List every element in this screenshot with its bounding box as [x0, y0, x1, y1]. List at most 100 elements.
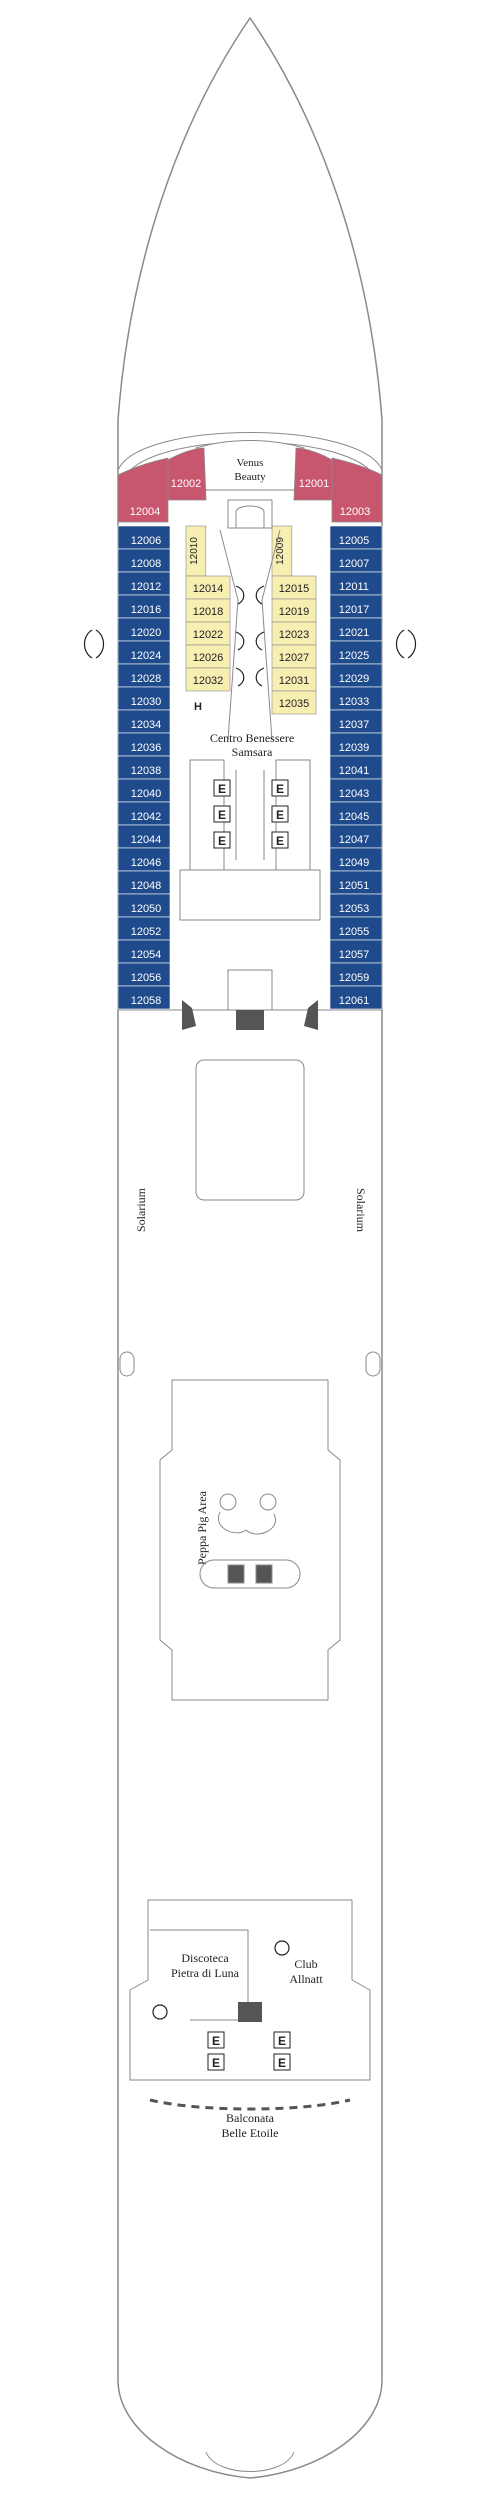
suite-label-12004: 12004	[130, 506, 161, 518]
center-block-fwd	[236, 1010, 264, 1030]
cabin-label-12007: 12007	[339, 558, 370, 570]
cabin-label-12021: 12021	[339, 627, 370, 639]
suite-right-group: 12001 12003	[293, 447, 383, 523]
club-stair-icon	[274, 1940, 290, 1956]
suite-label-12001: 12001	[299, 478, 330, 490]
bridge-front-outline	[117, 432, 383, 1011]
cabin-label-12029: 12029	[339, 673, 370, 685]
elevator-box-elev-fwd-5	[271, 805, 289, 823]
cabin-label-12036: 12036	[131, 742, 162, 754]
rotate-arrow-right	[395, 629, 405, 659]
cabin-label-12055: 12055	[339, 926, 370, 938]
elevator-icon: E	[278, 2056, 286, 2070]
suite-12003[interactable]	[331, 457, 383, 523]
cabin-label-12040: 12040	[131, 788, 162, 800]
vent-right	[365, 1351, 381, 1377]
suite-12002[interactable]	[167, 447, 207, 501]
spa-label-1: Centro Benessere	[210, 731, 294, 745]
stern-bump	[205, 2451, 295, 2472]
peppa-bench	[199, 1559, 301, 1589]
cabin-12032[interactable]	[185, 667, 231, 692]
elevator-box-elev-aft-2	[207, 2053, 225, 2071]
suite-12004[interactable]	[117, 457, 169, 523]
pool-outline	[195, 1059, 305, 1201]
wing-right	[304, 1000, 318, 1030]
cabin-label-12041: 12041	[339, 765, 370, 777]
central-corridor-left	[219, 529, 239, 741]
elevator-box-elev-aft-3	[273, 2031, 291, 2049]
cabin-label-12058: 12058	[131, 995, 162, 1007]
elevator-icon: E	[276, 782, 284, 796]
cabin-12035[interactable]	[271, 690, 317, 715]
venus-label-2: Beauty	[234, 471, 266, 483]
suite-label-12003: 12003	[340, 506, 371, 518]
cabin-label-12037: 12037	[339, 719, 370, 731]
balconata-arc	[149, 2098, 351, 2111]
elevator-icon: E	[212, 2056, 220, 2070]
rotation-arrows	[83, 585, 417, 687]
stair-arch	[235, 505, 265, 528]
cabin-label-12012: 12012	[131, 581, 162, 593]
cabin-label-12033: 12033	[339, 696, 370, 708]
suite-left-group: 12002 12004	[117, 447, 207, 523]
curve-arrow-6	[255, 667, 265, 687]
cabin-label-12030: 12030	[131, 696, 162, 708]
cabin-label-12018: 12018	[193, 606, 224, 618]
rotate-arrow-right-b	[407, 629, 417, 659]
spa-label-2: Samsara	[232, 745, 273, 759]
balconata-label-1: Balconata	[226, 2111, 275, 2125]
cabin-label-12019: 12019	[279, 606, 310, 618]
elevator-icon: E	[276, 808, 284, 822]
cabin-label-12010: 12010	[189, 537, 200, 565]
cabin-label-12052: 12052	[131, 926, 162, 938]
cabin-12058[interactable]	[117, 985, 171, 1010]
curve-arrow-2	[255, 585, 265, 605]
cabin-label-12050: 12050	[131, 903, 162, 915]
cabin-label-12011: 12011	[339, 581, 369, 593]
cabin-label-12045: 12045	[339, 811, 370, 823]
cabin-label-12022: 12022	[193, 629, 224, 641]
cabin-label-12048: 12048	[131, 880, 162, 892]
cabin-label-12054: 12054	[131, 949, 162, 961]
cabin-label-12042: 12042	[131, 811, 162, 823]
cabin-label-12031: 12031	[279, 675, 310, 687]
cabin-label-12061: 12061	[339, 995, 370, 1007]
elevator-box-elev-fwd-1	[213, 779, 231, 797]
wing-left	[182, 1000, 196, 1030]
cabin-label-12027: 12027	[279, 652, 310, 664]
cabin-12061[interactable]	[329, 985, 383, 1010]
disco-label-1: Discoteca	[181, 1951, 229, 1965]
cabin-label-12015: 12015	[279, 583, 310, 595]
disco-room	[150, 1929, 249, 2021]
elevator-icon: E	[218, 808, 226, 822]
cabin-label-12026: 12026	[193, 652, 224, 664]
elevator-box-elev-fwd-2	[213, 805, 231, 823]
peppa-label: Peppa Pig Area	[195, 1490, 209, 1565]
elevator-box-elev-aft-4	[273, 2053, 291, 2071]
cabin-label-12020: 12020	[131, 627, 162, 639]
cabin-label-12039: 12039	[339, 742, 370, 754]
cabin-label-12023: 12023	[279, 629, 310, 641]
club-label-2: Allnatt	[289, 1972, 323, 1986]
accessible-marker: H	[194, 701, 202, 713]
cabin-label-12047: 12047	[339, 834, 370, 846]
peppa-play-area	[199, 1493, 301, 1589]
cabin-label-12032: 12032	[193, 675, 224, 687]
curve-arrow-1	[235, 585, 245, 605]
starboard-outer-cabins: 1200512007120111201712021120251202912033…	[329, 525, 383, 1010]
suite-12001[interactable]	[293, 447, 333, 501]
cabin-label-12051: 12051	[339, 880, 370, 892]
disco-label-2: Pietra di Luna	[171, 1966, 240, 1980]
cabin-label-12057: 12057	[339, 949, 370, 961]
cabin-label-12059: 12059	[339, 972, 370, 984]
cabin-label-12025: 12025	[339, 650, 370, 662]
curve-arrow-3	[235, 631, 245, 651]
mid-superstructure	[159, 1379, 341, 1701]
central-stair-block	[219, 499, 281, 741]
curve-arrow-5	[235, 667, 245, 687]
cabin-label-12046: 12046	[131, 857, 162, 869]
vent-left	[119, 1351, 135, 1377]
peppa-round-1	[219, 1493, 237, 1511]
